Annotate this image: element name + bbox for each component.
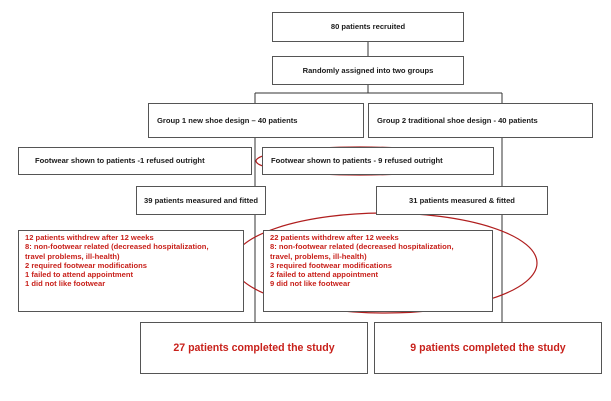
group1-title: Group 1 new shoe design – 40 patients <box>157 115 298 125</box>
group2-footwear-shown-box: Footwear shown to patients - 9 refused o… <box>262 147 494 175</box>
group2-withdrawal-line: 22 patients withdrew after 12 weeks <box>270 233 399 242</box>
group1-completed-label: 27 patients completed the study <box>173 341 335 354</box>
group1-box: Group 1 new shoe design – 40 patients <box>148 103 364 138</box>
group1-measured-label: 39 patients measured and fitted <box>144 195 258 205</box>
randomization-label: Randomly assigned into two groups <box>302 65 434 75</box>
group2-box: Group 2 traditional shoe design - 40 pat… <box>368 103 593 138</box>
group2-measured-label: 31 patients measured & fitted <box>409 195 515 205</box>
group1-withdrawal-line: 12 patients withdrew after 12 weeks <box>25 233 154 242</box>
group2-withdrawal-line: 2 failed to attend appointment <box>270 270 379 279</box>
group1-footwear-shown-box: Footwear shown to patients -1 refused ou… <box>18 147 252 175</box>
group2-completed-box: 9 patients completed the study <box>374 322 602 374</box>
group1-completed-box: 27 patients completed the study <box>140 322 368 374</box>
group2-measured-box: 31 patients measured & fitted <box>376 186 548 215</box>
group2-footwear-shown-label: Footwear shown to patients - 9 refused o… <box>271 156 443 166</box>
group1-measured-box: 39 patients measured and fitted <box>136 186 266 215</box>
group2-withdrawal-box: 22 patients withdrew after 12 weeks 8: n… <box>263 230 493 312</box>
group1-footwear-shown-label: Footwear shown to patients -1 refused ou… <box>35 156 205 166</box>
recruited-box: 80 patients recruited <box>272 12 464 42</box>
group2-withdrawal-line: 8: non-footwear related (decreased hospi… <box>270 242 454 252</box>
group2-withdrawal-line: 3 required footwear modifications <box>270 260 392 270</box>
group1-withdrawal-box: 12 patients withdrew after 12 weeks 8: n… <box>18 230 244 312</box>
group1-withdrawal-line: 8: non-footwear related (decreased hospi… <box>25 242 209 252</box>
group1-withdrawal-line: travel problems, ill-health) <box>25 251 120 261</box>
group2-title: Group 2 traditional shoe design - 40 pat… <box>377 115 538 125</box>
group1-withdrawal-line: 1 did not like footwear <box>25 279 106 289</box>
group2-withdrawal-line: 9 did not like footwear <box>270 279 351 289</box>
group1-withdrawal-line: 1 failed to attend appointment <box>25 270 134 279</box>
recruited-label: 80 patients recruited <box>330 22 406 32</box>
group2-completed-label: 9 patients completed the study <box>410 341 566 354</box>
group2-withdrawal-line: travel, problems, ill-health) <box>270 251 367 261</box>
randomization-box: Randomly assigned into two groups <box>272 56 464 85</box>
group1-withdrawal-line: 2 required footwear modifications <box>25 260 147 270</box>
